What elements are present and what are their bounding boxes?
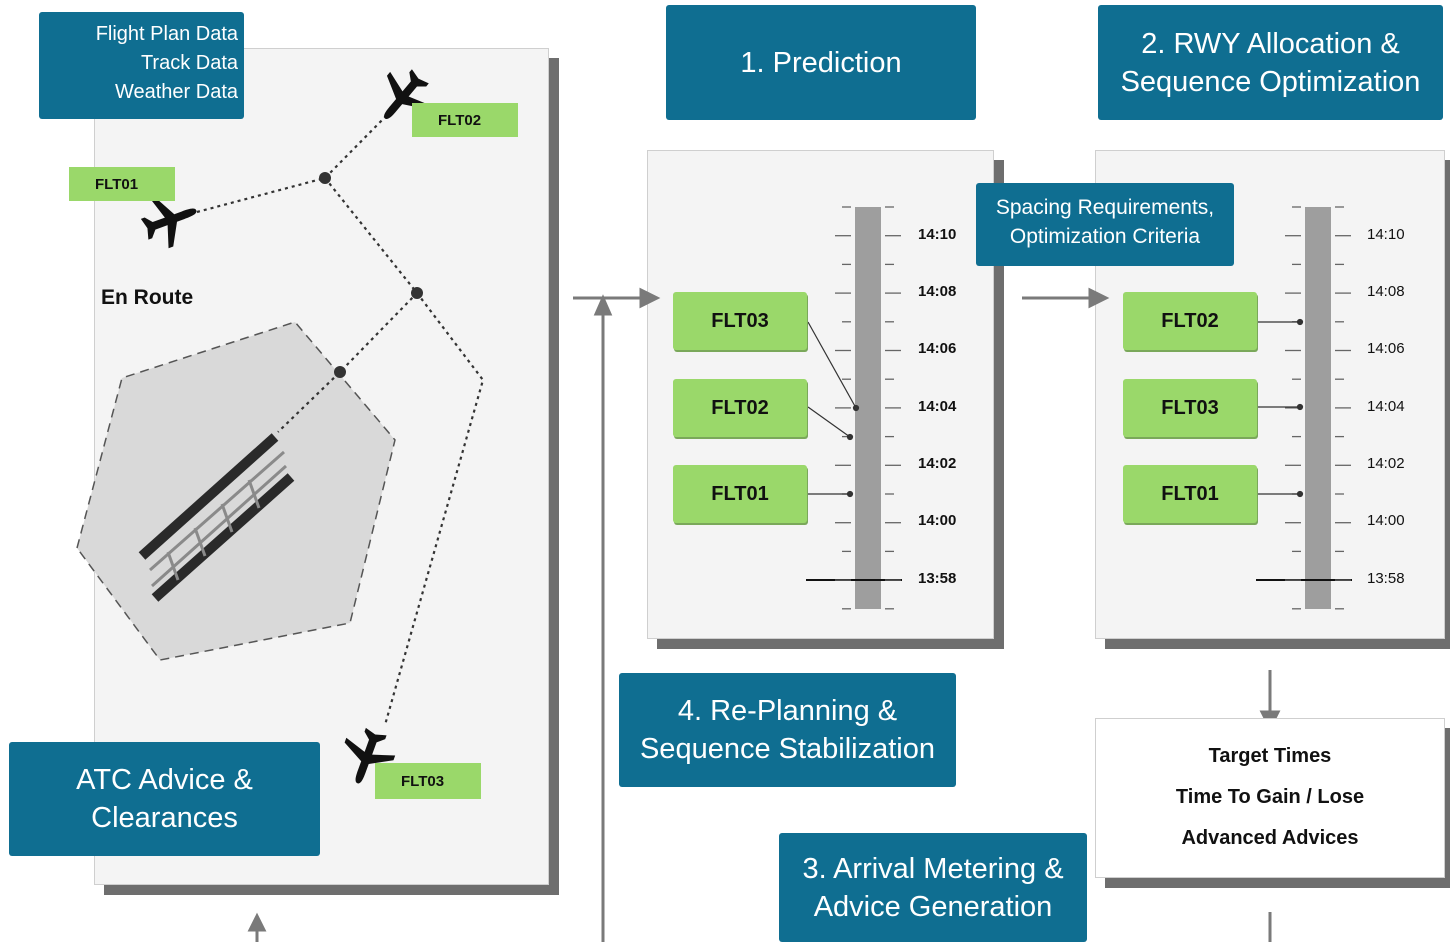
flight-tag-flt02: FLT02 xyxy=(412,103,518,137)
flow-arrows xyxy=(247,287,1281,942)
output-advanced-advices: Advanced Advices xyxy=(1181,827,1359,849)
runway-icon xyxy=(138,433,295,602)
step3-title-line2: Advice Generation xyxy=(813,890,1053,923)
time-label-opt-1358: 13:58 xyxy=(1367,570,1405,587)
flight-tag-flt01: FLT01 xyxy=(69,167,175,201)
data-inputs-box: Flight Plan Data Track Data Weather Data xyxy=(39,12,244,119)
spacing-line2: Optimization Criteria xyxy=(1009,225,1201,248)
time-label-opt-1400: 14:00 xyxy=(1367,512,1405,529)
prediction-flight-box-1: FLT03 xyxy=(673,292,807,350)
time-label-opt-1404: 14:04 xyxy=(1367,398,1405,415)
terminal-area xyxy=(76,321,396,661)
prediction-flight-box-3: FLT01 xyxy=(673,465,807,523)
timeline-ticks-optimized xyxy=(1285,206,1351,610)
step3-title-line1: 3. Arrival Metering & xyxy=(802,852,1064,885)
optimized-flight-box-3: FLT01 xyxy=(1123,465,1257,523)
output-time-to-gain-lose: Time To Gain / Lose xyxy=(1175,786,1365,808)
timeline-prediction xyxy=(806,207,902,609)
atc-title-line1: ATC Advice & xyxy=(76,764,253,796)
outputs-box: Target Times Time To Gain / Lose Advance… xyxy=(1095,718,1445,878)
data-input-track: Track Data xyxy=(140,52,238,74)
step4-title-line2: Sequence Stabilization xyxy=(639,733,936,765)
atc-title-line2: Clearances xyxy=(91,802,238,834)
step4-replanning-box: 4. Re-Planning & Sequence Stabilization xyxy=(619,673,956,787)
en-route-label: En Route xyxy=(101,286,194,309)
time-label-1400: 14:00 xyxy=(918,512,957,529)
waypoint xyxy=(319,172,331,184)
time-label-opt-1408: 14:08 xyxy=(1367,283,1405,300)
output-target-times: Target Times xyxy=(1208,745,1332,767)
time-label-1404: 14:04 xyxy=(918,398,957,415)
step1-title: 1. Prediction xyxy=(740,46,902,79)
atc-advice-box: ATC Advice & Clearances xyxy=(9,742,320,856)
time-label-1406: 14:06 xyxy=(918,340,957,357)
timeline-optimized xyxy=(1256,207,1352,609)
step2-title-line1: 2. RWY Allocation & xyxy=(1141,27,1400,60)
spacing-requirements-box: Spacing Requirements, Optimization Crite… xyxy=(976,183,1234,266)
data-input-flight-plan: Flight Plan Data xyxy=(95,23,238,45)
step1-prediction-box: 1. Prediction xyxy=(666,5,976,120)
spacing-line1: Spacing Requirements, xyxy=(995,196,1215,219)
waypoint xyxy=(334,366,346,378)
time-label-1410: 14:10 xyxy=(918,226,957,243)
time-label-1402: 14:02 xyxy=(918,455,957,472)
step4-title-line1: 4. Re-Planning & xyxy=(677,695,898,727)
flight-routes xyxy=(196,111,485,726)
time-label-1358: 13:58 xyxy=(918,570,957,587)
airplane-icon-flt03 xyxy=(344,727,396,784)
optimized-flight-box-2: FLT03 xyxy=(1123,379,1257,437)
timeline-ticks-prediction xyxy=(835,206,901,610)
time-label-opt-1406: 14:06 xyxy=(1367,340,1405,357)
time-label-1408: 14:08 xyxy=(918,283,957,300)
airplane-icon-flt01 xyxy=(140,197,197,249)
prediction-connectors xyxy=(807,321,860,498)
data-input-weather: Weather Data xyxy=(114,81,238,103)
optimized-flight-box-1: FLT02 xyxy=(1123,292,1257,350)
prediction-flight-box-2: FLT02 xyxy=(673,379,807,437)
step3-metering-box: 3. Arrival Metering & Advice Generation xyxy=(779,833,1087,942)
waypoint xyxy=(411,287,423,299)
step2-title-line2: Sequence Optimization xyxy=(1120,65,1421,98)
flight-tag-flt03: FLT03 xyxy=(375,763,481,799)
time-label-opt-1402: 14:02 xyxy=(1367,455,1405,472)
time-label-opt-1410: 14:10 xyxy=(1367,226,1405,243)
optimized-connectors xyxy=(1258,318,1304,498)
step2-optimization-box: 2. RWY Allocation & Sequence Optimizatio… xyxy=(1098,5,1443,120)
